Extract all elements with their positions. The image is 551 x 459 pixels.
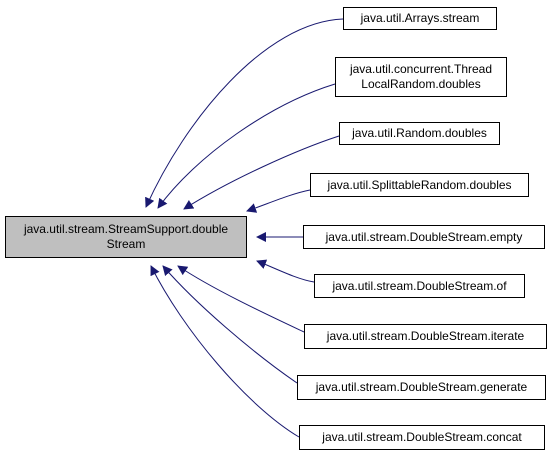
caller-node-doublestream-of[interactable]: java.util.stream.DoubleStream.of	[314, 274, 525, 298]
caller-node-doublestream-iterate[interactable]: java.util.stream.DoubleStream.iterate	[304, 324, 547, 349]
caller-node-label: java.util.stream.DoubleStream.empty	[325, 229, 523, 244]
caller-node-doublestream-generate[interactable]: java.util.stream.DoubleStream.generate	[297, 375, 546, 400]
caller-node-label: java.util.Random.doubles	[352, 126, 487, 140]
edge-caller-8-to-focus	[150, 265, 300, 438]
caller-node-label: java.util.stream.DoubleStream.iterate	[326, 329, 525, 343]
caller-node-label: java.util.stream.DoubleStream.of	[332, 278, 507, 293]
caller-node-label: java.util.SplittableRandom.doubles	[327, 177, 512, 192]
caller-node-label: java.util.concurrent.Thread LocalRandom.…	[349, 62, 493, 91]
caller-node-random-doubles[interactable]: java.util.Random.doubles	[339, 122, 500, 145]
edge-caller-7-to-focus	[162, 265, 298, 384]
edge-caller-3-to-focus	[246, 189, 311, 213]
focus-node-label: java.util.stream.StreamSupport.double St…	[23, 222, 229, 251]
edge-caller-5-to-focus	[256, 259, 315, 283]
caller-node-doublestream-concat[interactable]: java.util.stream.DoubleStream.concat	[299, 425, 545, 450]
caller-node-label: java.util.stream.DoubleStream.concat	[322, 430, 522, 444]
focus-node-streamsupport-doublestream: java.util.stream.StreamSupport.double St…	[5, 216, 247, 258]
edge-group	[145, 18, 344, 438]
caller-node-doublestream-empty[interactable]: java.util.stream.DoubleStream.empty	[303, 225, 545, 249]
caller-node-splittablerandom-doubles[interactable]: java.util.SplittableRandom.doubles	[310, 173, 529, 197]
caller-node-arrays-stream[interactable]: java.util.Arrays.stream	[343, 7, 497, 30]
caller-node-threadlocalrandom-doubles[interactable]: java.util.concurrent.Thread LocalRandom.…	[335, 57, 507, 97]
edge-caller-6-to-focus	[177, 265, 305, 333]
caller-node-label: java.util.Arrays.stream	[360, 11, 480, 25]
edge-caller-2-to-focus	[183, 135, 340, 210]
caller-node-label: java.util.stream.DoubleStream.generate	[315, 380, 528, 394]
edge-caller-1-to-focus	[157, 83, 336, 209]
edge-caller-0-to-focus	[145, 18, 344, 208]
